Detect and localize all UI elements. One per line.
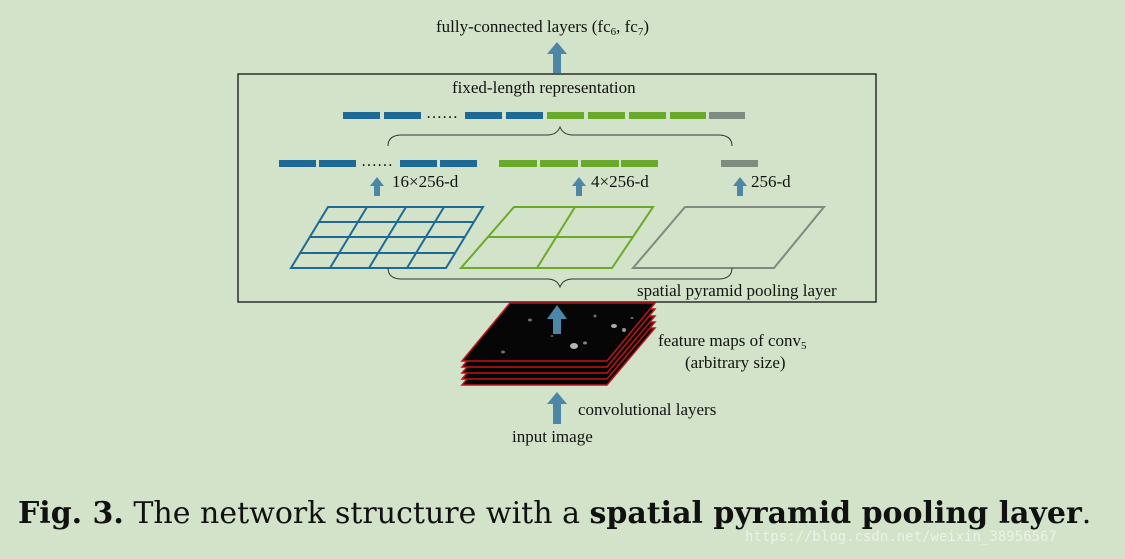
dots-lower: ……	[361, 153, 393, 170]
level4-vector	[499, 160, 658, 167]
spp-layer-label: spatial pyramid pooling layer	[637, 281, 837, 300]
spp-box	[237, 73, 877, 303]
fc-layers-label: fully-connected layers (fc6, fc7)	[436, 17, 650, 38]
activation-spots	[501, 314, 634, 354]
arrow-to-fc-layers	[547, 42, 567, 73]
fixed-length-label: fixed-length representation	[452, 78, 636, 97]
conv-layers-label: convolutional layers	[578, 400, 717, 419]
figure-caption: Fig. 3. The network structure with a spa…	[18, 496, 1092, 531]
feature-maps-label: feature maps of conv5	[658, 331, 807, 352]
level1-label: 256-d	[751, 172, 791, 191]
arrow-level16	[370, 177, 384, 196]
level16-label: 16×256-d	[392, 172, 459, 191]
grid-2x2	[458, 206, 655, 269]
spp-network-diagram	[237, 42, 877, 424]
fixed-length-vector	[343, 112, 745, 119]
arrow-level1	[733, 177, 747, 196]
dots-upper: ……	[426, 105, 458, 122]
arrow-input-to-conv	[547, 392, 567, 424]
watermark: https://blog.csdn.net/weixin_38956567	[745, 529, 1057, 545]
input-image-label: input image	[512, 427, 593, 446]
level16-vector	[279, 160, 477, 167]
upper-brace	[387, 125, 733, 147]
arrow-level4	[572, 177, 586, 196]
grid-4x4	[289, 206, 485, 269]
caption-bold-term: spatial pyramid pooling layer	[589, 496, 1082, 531]
grid-1x1	[630, 206, 827, 269]
figure-number: Fig. 3.	[18, 496, 124, 531]
arrow-featuremaps-to-spp	[547, 305, 567, 334]
arbitrary-size-label: (arbitrary size)	[685, 353, 786, 372]
level4-label: 4×256-d	[591, 172, 649, 191]
level1-vector	[721, 160, 758, 167]
lower-brace	[387, 267, 733, 289]
